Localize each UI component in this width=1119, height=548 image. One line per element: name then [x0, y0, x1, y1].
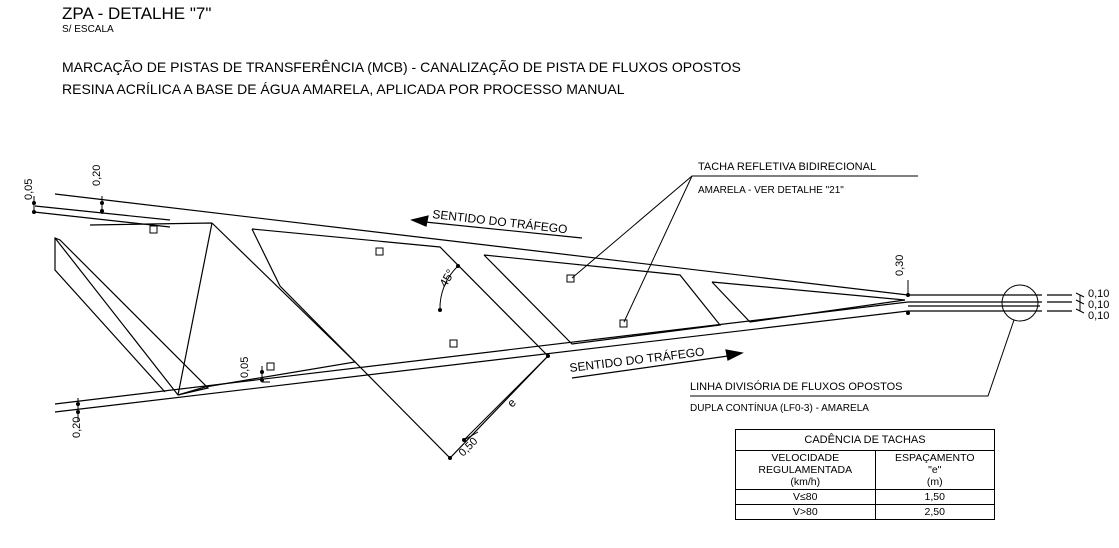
callout-line-1: LINHA DIVISÓRIA DE FLUXOS OPOSTOS	[690, 380, 903, 393]
callout-tacha-2: AMARELA - VER DETALHE "21"	[698, 185, 844, 196]
dim-005-top: 0,05	[23, 179, 35, 200]
scale-note: S/ ESCALA	[62, 24, 114, 35]
table-header-speed: VELOCIDADE REGULAMENTADA (km/h)	[735, 450, 876, 490]
dim-030: 0,30	[894, 255, 906, 276]
traffic-arrow-top	[424, 221, 583, 239]
chevron-1b	[177, 222, 213, 396]
chevron-left	[54, 237, 210, 396]
tacha-marker	[566, 274, 575, 283]
tacha-marker	[619, 319, 628, 328]
dim-020-top: 0,20	[91, 165, 103, 186]
table-row: V≤80 1,50	[735, 489, 996, 505]
callout-line-2: DUPLA CONTÍNUA (LF0-3) - AMARELA	[690, 401, 869, 414]
spacing-symbol: e	[504, 395, 519, 410]
table-row: V>80 2,50	[735, 504, 996, 520]
callout-tacha-1: TACHA REFLETIVA BIDIRECIONAL	[698, 161, 876, 173]
tacha-marker	[266, 362, 275, 371]
arrowhead-bottom	[725, 349, 744, 361]
table-title: CADÊNCIA DE TACHAS	[735, 429, 995, 451]
tacha-cadence-table: CADÊNCIA DE TACHAS VELOCIDADE REGULAMENT…	[735, 429, 996, 520]
dim-right-2: 0,10	[1088, 299, 1109, 311]
lower-edge-line-2	[54, 310, 1042, 413]
description-line-1: MARCAÇÃO DE PISTAS DE TRANSFERÊNCIA (MCB…	[62, 59, 741, 75]
upper-edge-line	[54, 193, 1042, 296]
tacha-marker	[449, 339, 458, 348]
description-line-2: RESINA ACRÍLICA A BASE DE ÁGUA AMARELA, …	[62, 81, 625, 97]
traffic-arrow-bottom	[571, 355, 729, 379]
dim-020-bottom: 0,20	[71, 417, 83, 438]
chevron-3	[483, 254, 722, 345]
dim-050: 0,50	[457, 435, 481, 459]
chevron-1	[89, 222, 357, 396]
dim-005-mid: 0,05	[239, 357, 251, 378]
chevron-2	[251, 228, 549, 459]
tacha-marker	[149, 225, 158, 234]
table-header-spacing: ESPAÇAMENTO "e" (m)	[874, 450, 996, 490]
detail-circle	[1001, 284, 1039, 322]
tacha-marker	[375, 247, 384, 256]
callout-tacha-line-2	[623, 175, 693, 323]
spacing-dimension	[463, 355, 549, 441]
dim-right-3: 0,10	[1088, 310, 1109, 322]
arrowhead-top	[410, 215, 429, 227]
traffic-label-top: SENTIDO DO TRÁFEGO	[432, 206, 569, 236]
dim-right-1: 0,10	[1088, 288, 1109, 300]
lower-edge-line	[54, 301, 1042, 405]
callout-line-leader	[690, 319, 1015, 397]
angle-arc	[439, 265, 459, 311]
drawing-title: ZPA - DETALHE "7"	[62, 4, 212, 23]
chevron-4	[711, 281, 906, 323]
